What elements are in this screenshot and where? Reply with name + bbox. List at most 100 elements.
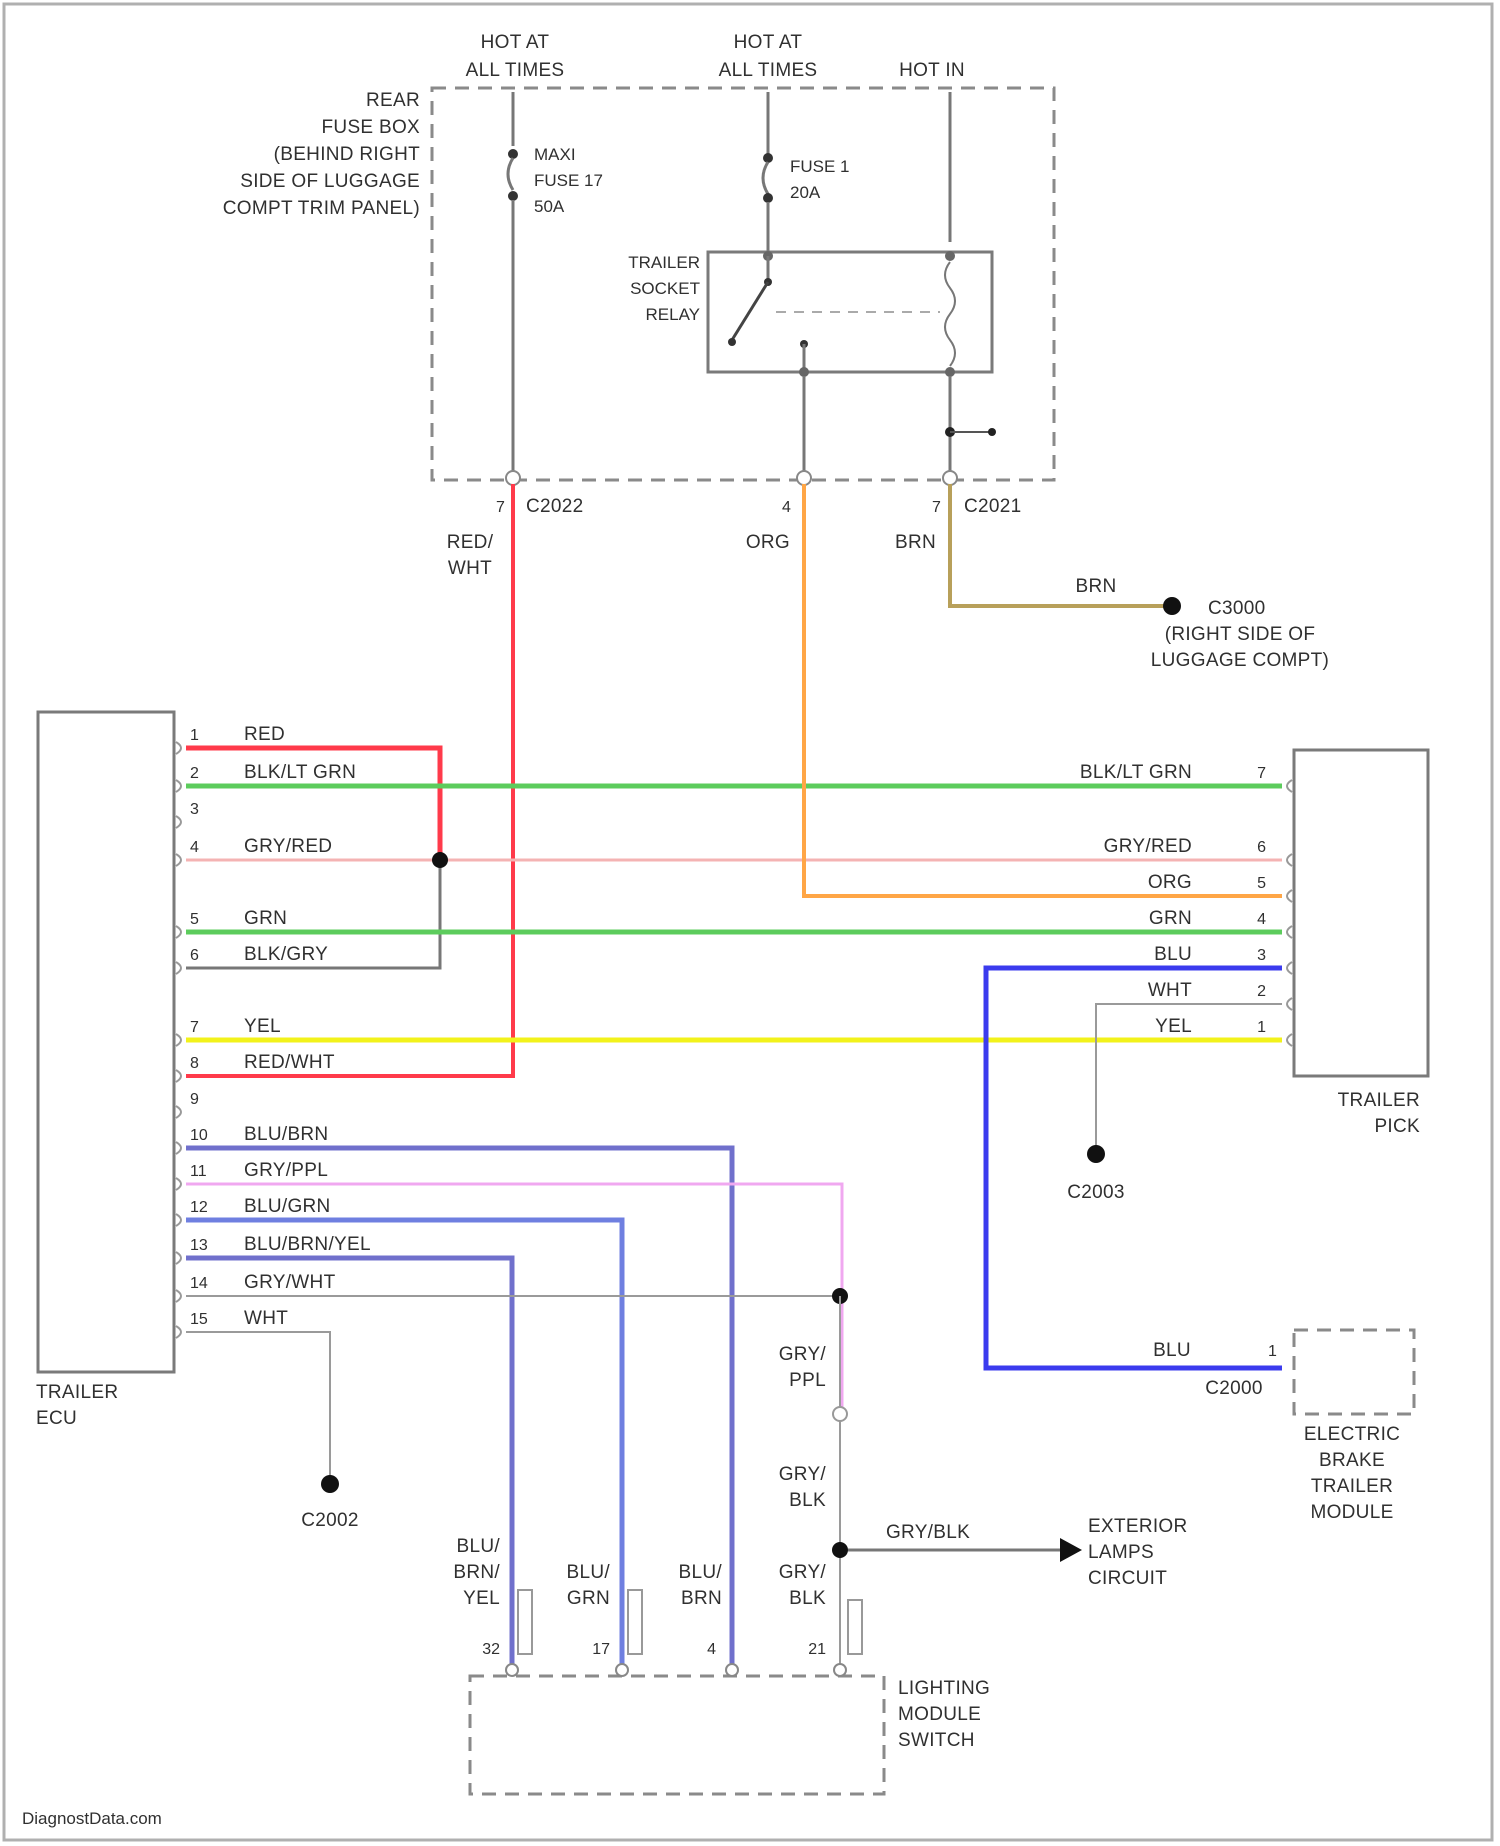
lms-label-1: LIGHTING [898, 1678, 990, 1699]
ecu-pin-number: 8 [190, 1055, 199, 1072]
maxi-fuse-l2: FUSE 17 [534, 171, 603, 190]
trailer-pick: TRAILER PICK [1294, 750, 1428, 1137]
pick-pin-terminal [1287, 1034, 1292, 1046]
lms-pin-2: 17 [592, 1641, 610, 1658]
ecu-pin-terminal [176, 1142, 181, 1154]
lms-pin-4: 21 [808, 1641, 826, 1658]
connector-org: 4 [782, 471, 811, 516]
c3000-loc-1: (RIGHT SIDE OF [1165, 624, 1316, 645]
ecu-pin-wire: GRN [244, 908, 287, 929]
ecu-pin-terminal [176, 780, 181, 792]
rear-fuse-box [432, 88, 1054, 480]
relay-l2: SOCKET [630, 279, 700, 298]
lms-w3-l2: BRN [681, 1588, 722, 1609]
ecu-pin-terminal [176, 962, 181, 974]
ecu-pin-wire: BLK/GRY [244, 944, 328, 965]
hot1-line1: HOT AT [481, 32, 550, 53]
maxi-fuse-17: MAXI FUSE 17 50A [508, 145, 603, 474]
pick-pin-number: 5 [1257, 875, 1266, 892]
ecu-pin-number: 6 [190, 947, 199, 964]
pick-pin-wire: ORG [1148, 872, 1192, 893]
ecu-pin-14: 14GRY/WHT [176, 1272, 336, 1302]
brake-pin: 1 [1268, 1343, 1277, 1360]
lms-label-2: MODULE [898, 1704, 981, 1725]
footer-watermark: DiagnostData.com [22, 1809, 162, 1828]
hot2-line2: ALL TIMES [719, 60, 818, 81]
ecu-pin-number: 1 [190, 727, 199, 744]
connector-c2021: 7 C2021 [932, 471, 1022, 517]
ecu-pin-terminal [176, 742, 181, 754]
fuse-1: FUSE 1 20A [763, 153, 850, 254]
ecu-pin-number: 15 [190, 1311, 208, 1328]
ecu-pin-terminal [176, 854, 181, 866]
ecu-pin-wire: BLU/GRN [244, 1196, 331, 1217]
fuse-box-label: REAR FUSE BOX (BEHIND RIGHT SIDE OF LUGG… [223, 90, 420, 219]
exterior-l2: LAMPS [1088, 1542, 1154, 1563]
lms-pin-3: 4 [707, 1641, 716, 1658]
ground-c2003: C2003 [1067, 1145, 1125, 1203]
c3000-loc-2: LUGGAGE COMPT) [1151, 650, 1329, 671]
ecu-pin-terminal [176, 1214, 181, 1226]
exterior-l1: EXTERIOR [1088, 1516, 1188, 1537]
lms-w4-l1: GRY/ [779, 1562, 827, 1583]
gry-blk-l1: GRY/ [779, 1464, 827, 1485]
wire-blu-brn [186, 1148, 732, 1668]
pick-pin-number: 4 [1257, 911, 1266, 928]
ecu-pin-wire: BLU/BRN [244, 1124, 328, 1145]
relay-l1: TRAILER [628, 253, 700, 272]
ecu-label-2: ECU [36, 1408, 77, 1429]
ground-c3000: C3000 (RIGHT SIDE OF LUGGAGE COMPT) [1151, 597, 1329, 671]
lms-w1-l3: YEL [463, 1588, 500, 1609]
ecu-pin-terminal [176, 1070, 181, 1082]
ecu-pin-terminal [176, 1106, 181, 1118]
connector-c2022: 7 C2022 [496, 471, 584, 517]
fuse1-l1: FUSE 1 [790, 157, 850, 176]
ecu-pin-number: 14 [190, 1275, 208, 1292]
wire-red-wht-l2: WHT [448, 558, 492, 579]
g-pick-label: C2003 [1067, 1182, 1125, 1203]
pick-pin-terminal [1287, 854, 1292, 866]
lms-w2-l2: GRN [567, 1588, 610, 1609]
org-pin: 4 [782, 499, 791, 516]
brake-label-2: BRAKE [1319, 1450, 1385, 1471]
ecu-pin-number: 10 [190, 1127, 208, 1144]
g-ecu-label: C2002 [301, 1510, 359, 1531]
c3000-label: C3000 [1208, 598, 1266, 619]
ecu-pin-number: 4 [190, 839, 199, 856]
wire-org [804, 484, 1282, 896]
ecu-pin-number: 5 [190, 911, 199, 928]
gry-ppl-l1: GRY/ [779, 1344, 827, 1365]
pick-pin-wire: GRN [1149, 908, 1192, 929]
trailer-socket-relay: TRAILER SOCKET RELAY [628, 251, 992, 377]
pick-pin-number: 2 [1257, 983, 1266, 1000]
ecu-pin-number: 3 [190, 801, 199, 818]
lms-w3-l1: BLU/ [679, 1562, 723, 1583]
pick-pin-wire: BLK/LT GRN [1080, 762, 1192, 783]
hot1-line2: ALL TIMES [466, 60, 565, 81]
brake-label-1: ELECTRIC [1304, 1424, 1400, 1445]
maxi-fuse-l1: MAXI [534, 145, 576, 164]
brake-label-4: MODULE [1310, 1502, 1393, 1523]
gry-blk-horiz: GRY/BLK [886, 1522, 970, 1543]
ecu-pin-15: 15 WHT [176, 1308, 288, 1338]
trailer-ecu: TRAILER ECU [36, 712, 174, 1429]
ecu-pin-9: 9 [176, 1091, 199, 1118]
pick-label-1: TRAILER [1338, 1090, 1420, 1111]
wire-red-wht-l1: RED/ [447, 532, 494, 553]
pick-pin-number: 7 [1257, 765, 1266, 782]
lms-w4-l2: BLK [789, 1588, 826, 1609]
wire-org-label: ORG [746, 532, 790, 553]
pick-pin-terminal [1287, 890, 1292, 902]
fuse-box-label-2: FUSE BOX [322, 117, 421, 138]
ecu-pin-terminal [176, 1178, 181, 1190]
ecu-pin-number: 13 [190, 1237, 208, 1254]
wire-ecu-wht [186, 1332, 330, 1478]
ecu-pin-wire: RED/WHT [244, 1052, 335, 1073]
ecu-pin-3: 3 [176, 801, 199, 828]
ecu-pin-wire: WHT [244, 1308, 288, 1329]
diagram-frame [4, 4, 1492, 1840]
fuse-box-label-4: SIDE OF LUGGAGE [240, 171, 420, 192]
ecu-pin-wire: BLK/LT GRN [244, 762, 356, 783]
pick-pin-number: 3 [1257, 947, 1266, 964]
